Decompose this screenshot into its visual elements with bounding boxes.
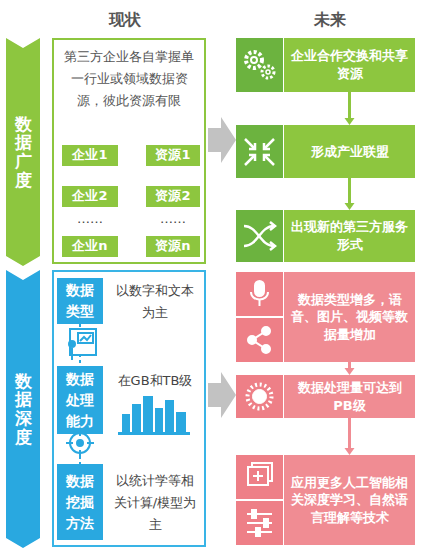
column-heading: 未来 xyxy=(300,6,360,33)
ellipsis: …… xyxy=(146,208,200,230)
company-box: 企业1 xyxy=(62,145,118,166)
node-text: 第三方企业各自掌握单一行业或领域数据资源，彼此资源有限 xyxy=(62,46,196,112)
section-band: 数据深度 xyxy=(6,270,40,548)
icon-tile xyxy=(236,38,283,92)
category-box: 数据处理能力 xyxy=(57,366,103,434)
node-text: 数据类型 xyxy=(65,280,94,322)
connector xyxy=(348,362,351,369)
arrow-head xyxy=(345,368,355,375)
node-text: 资源n xyxy=(155,235,190,257)
node-text: 企业1 xyxy=(72,144,107,166)
company-box: 企业n xyxy=(62,236,118,257)
category-box: 数据挖掘方法 xyxy=(57,464,103,540)
future-box: 数据类型增多，语音、图片、视频等数据量增加 xyxy=(284,272,415,362)
description-text: 以统计学等相关计算/模型为主 xyxy=(112,470,198,536)
gear-icon xyxy=(246,52,274,78)
shuffle-icon xyxy=(244,222,275,250)
node-text: 数据处理量可达到PB级 xyxy=(290,379,409,414)
description-text: 以数字和文本为主 xyxy=(112,280,198,324)
future-box: 出现新的第三方服务形式 xyxy=(284,210,415,262)
window-icon xyxy=(248,463,272,485)
node-text: 企业合作交换和共享资源 xyxy=(290,47,409,82)
node-text: 出现新的第三方服务形式 xyxy=(290,218,409,253)
icon-tile xyxy=(236,501,283,545)
icon-tile xyxy=(236,375,283,418)
arrow-head xyxy=(345,448,355,455)
status-box: 第三方企业各自掌握单一行业或领域数据资源，彼此资源有限企业1 资源1 企业2 资源2 企… xyxy=(52,38,206,264)
node-text: 企业n xyxy=(72,235,107,257)
icon-tile xyxy=(236,455,283,499)
node-text: 数据广度 xyxy=(15,115,32,190)
node-text: 数据类型增多，语音、图片、视频等数据量增加 xyxy=(290,291,409,344)
share-icon xyxy=(248,327,270,353)
node-text: 形成产业联盟 xyxy=(311,143,389,161)
resource-box: 资源1 xyxy=(146,145,200,166)
node-text: 数据处理能力 xyxy=(65,369,94,432)
connector xyxy=(348,92,351,119)
column-heading: 现状 xyxy=(95,6,155,33)
category-box: 数据类型 xyxy=(57,278,103,324)
sun-icon xyxy=(248,385,272,409)
icon-tile xyxy=(236,272,283,316)
presenter-icon xyxy=(69,329,96,360)
depth-panel xyxy=(53,271,205,546)
description-text: 在GB和TB级 xyxy=(108,370,202,392)
icon-tile xyxy=(236,125,283,178)
transition-arrow xyxy=(208,117,236,163)
node-text: 数据深度 xyxy=(15,372,32,447)
icon-tile xyxy=(236,210,283,262)
arrow-head xyxy=(345,203,355,210)
node-text: 资源2 xyxy=(155,185,190,207)
resource-box: 资源n xyxy=(146,236,200,257)
future-box: 企业合作交换和共享资源 xyxy=(284,38,415,92)
mic-icon xyxy=(251,281,268,306)
section-band: 数据广度 xyxy=(6,38,40,266)
merge-icon xyxy=(245,139,274,165)
slider-icon xyxy=(247,510,272,536)
future-box: 数据处理量可达到PB级 xyxy=(284,375,415,418)
node-text: 应用更多人工智能相关深度学习、自然语言理解等技术 xyxy=(290,474,409,527)
future-box: 形成产业联盟 xyxy=(284,125,415,178)
connector xyxy=(348,418,351,449)
transition-arrow xyxy=(208,372,236,418)
city-icon xyxy=(118,396,190,435)
ellipsis: …… xyxy=(62,208,118,230)
icon-tile xyxy=(236,318,283,362)
arrow-head xyxy=(345,118,355,125)
node-text: 数据挖掘方法 xyxy=(65,471,94,534)
node-text: 资源1 xyxy=(155,144,190,166)
future-box: 应用更多人工智能相关深度学习、自然语言理解等技术 xyxy=(284,455,415,545)
resource-box: 资源2 xyxy=(146,186,200,207)
connector xyxy=(348,178,351,204)
company-box: 企业2 xyxy=(62,186,118,207)
node-text: 企业2 xyxy=(72,185,107,207)
